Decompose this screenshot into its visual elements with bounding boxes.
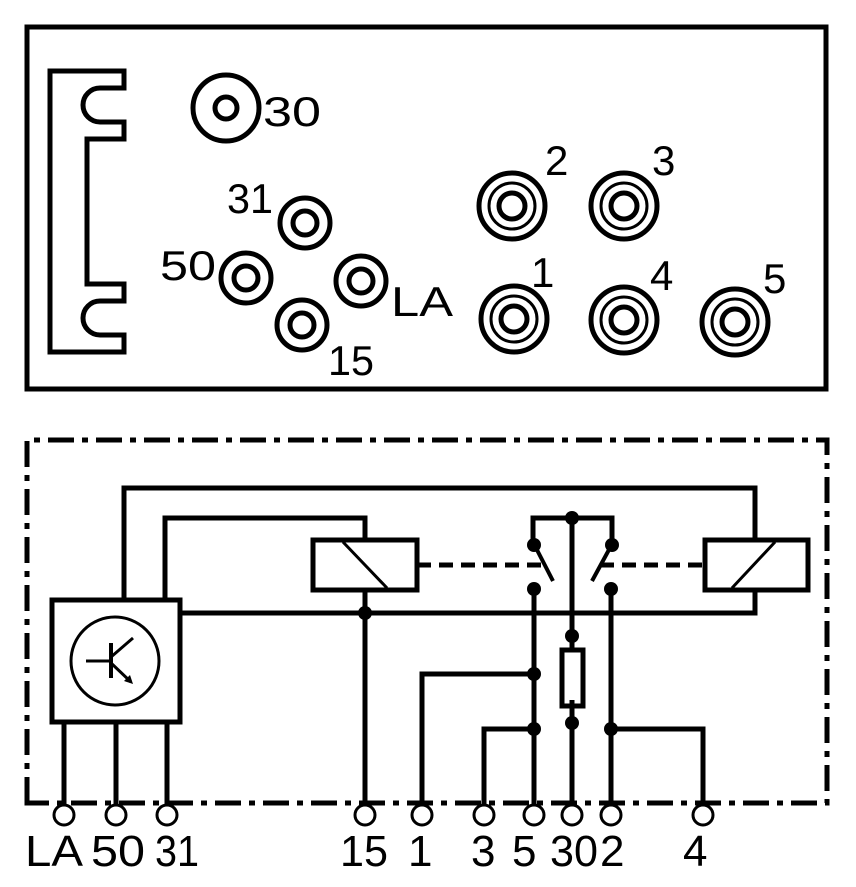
transistor-icon [69, 615, 161, 707]
connector-view [24, 24, 829, 392]
junction-dot [527, 538, 541, 552]
wire-unit-to-left-coil [162, 515, 368, 600]
pin-1-socket [478, 283, 550, 355]
pin-label-LA: LA [391, 278, 453, 325]
pin-3-socket [588, 170, 660, 242]
junction-dot [527, 582, 541, 596]
pin-label-1: 1 [531, 249, 554, 296]
terminal-label-3: 3 [471, 827, 495, 876]
switch-contact-right [590, 545, 613, 582]
terminal-3-circle [472, 803, 496, 827]
pin-2-socket [476, 170, 548, 242]
wire-terminal-3 [481, 726, 534, 806]
terminal-LA-circle [52, 803, 76, 827]
terminal-31-circle [155, 803, 179, 827]
wire-unit-to-right-coil [121, 485, 758, 600]
terminal-circles [52, 803, 715, 827]
terminal-label-15: 15 [340, 827, 388, 876]
schematic [24, 437, 830, 806]
junction-dot [527, 667, 541, 681]
terminal-label-1: 1 [408, 827, 432, 876]
resistor [559, 647, 586, 709]
pin-15-socket [274, 297, 330, 353]
terminal-label-LA: LA [25, 827, 84, 876]
junction-dots [358, 511, 619, 736]
pin-label-31: 31 [227, 175, 273, 222]
pin-5-socket [699, 286, 771, 358]
terminal-4-circle [691, 803, 715, 827]
terminal-label-50: 50 [91, 827, 145, 876]
junction-dot [605, 538, 619, 552]
junction-dot [358, 606, 372, 620]
terminal-label-30: 30 [550, 827, 598, 876]
terminal-15-circle [353, 803, 377, 827]
terminal-2-circle [599, 803, 623, 827]
terminal-labels: LA 50 31 15 1 3 5 30 2 4 [25, 827, 707, 876]
connector-labels: 30 31 50 LA 15 2 3 1 4 5 [160, 88, 786, 384]
pin-label-15: 15 [328, 337, 374, 384]
junction-dot [604, 722, 618, 736]
enclosure-boundary [24, 437, 830, 806]
pin-label-5: 5 [763, 255, 786, 302]
junction-dot [565, 716, 579, 730]
terminal-30-circle [560, 803, 584, 827]
pin-LA-socket [333, 253, 389, 309]
pin-label-3: 3 [652, 137, 675, 184]
terminal-label-5: 5 [512, 827, 536, 876]
switch-contact-left [533, 545, 555, 582]
pin-31-socket [277, 195, 333, 251]
terminal-1-circle [410, 803, 434, 827]
terminal-5-circle [522, 803, 546, 827]
wire-terminal-1 [419, 671, 534, 806]
pin-label-50: 50 [160, 242, 216, 289]
pin-4-socket [588, 284, 660, 356]
latch-bracket [47, 68, 127, 355]
pin-label-4: 4 [650, 252, 673, 299]
junction-dot [565, 511, 579, 525]
terminal-label-4: 4 [683, 827, 707, 876]
terminal-label-31: 31 [155, 827, 199, 876]
wire-terminal-4 [611, 726, 706, 806]
pin-label-2: 2 [545, 137, 568, 184]
pin-label-30: 30 [263, 88, 321, 135]
wire-unit-ground-bus [180, 590, 758, 616]
junction-dot [565, 629, 579, 643]
connector-housing [24, 24, 829, 392]
pin-50-socket [218, 250, 274, 306]
relay-coil-right [702, 537, 811, 593]
terminal-label-2: 2 [600, 827, 624, 876]
terminal-50-circle [104, 803, 128, 827]
relay-coil-left [310, 537, 420, 593]
junction-dot [527, 722, 541, 736]
pin-30-socket [190, 72, 262, 144]
junction-dot [604, 582, 618, 596]
